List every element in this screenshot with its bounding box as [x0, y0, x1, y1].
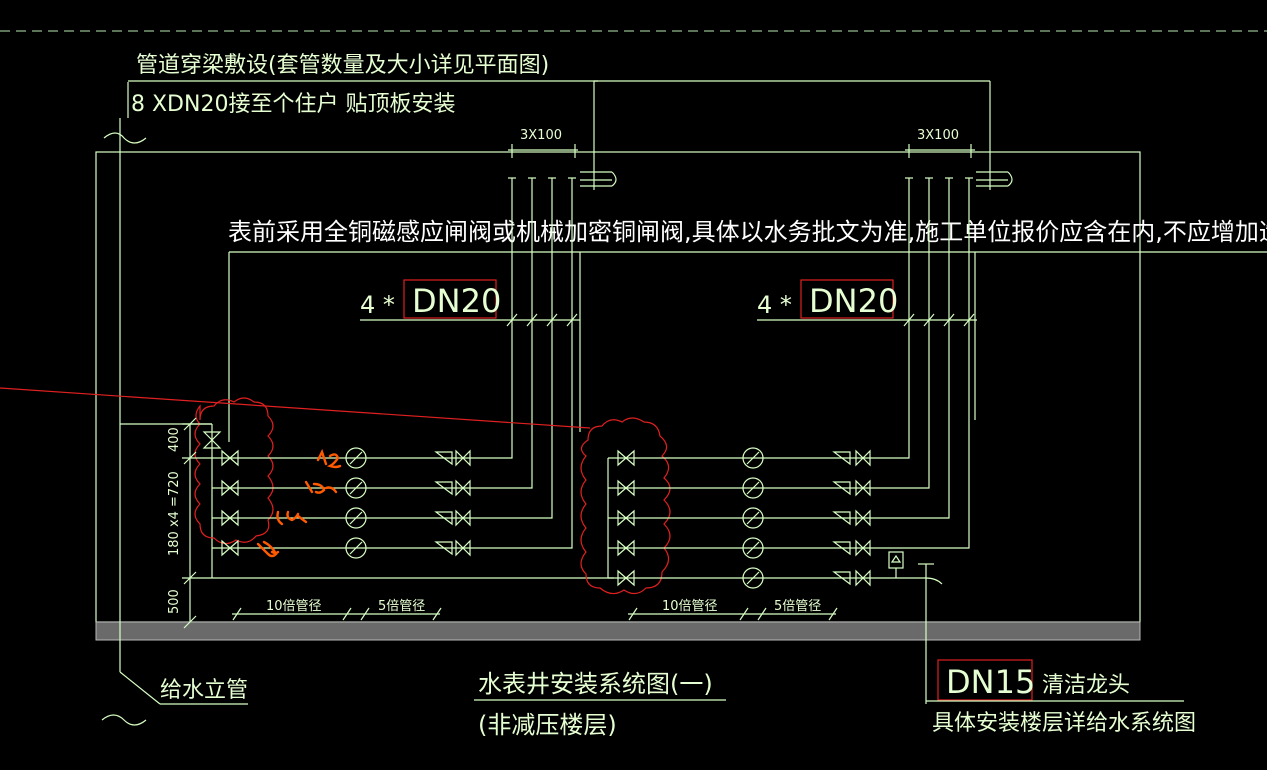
label-5x-right: 5倍管径 — [774, 599, 821, 614]
branch-row-right-4 — [608, 537, 871, 559]
branch-row-right-2 — [608, 477, 871, 499]
label-10x-left: 10倍管径 — [266, 599, 322, 614]
note-faucet-floor: 具体安装楼层详给水系统图 — [932, 711, 1196, 736]
note-pipe-through-beam: 管道穿梁敷设(套管数量及大小详见平面图) — [136, 53, 549, 78]
gate-valve-inlet — [202, 431, 222, 449]
callout-ticks-right — [903, 313, 975, 327]
outlet-pipes-left — [470, 177, 576, 549]
branch-row-left-1 — [212, 447, 471, 469]
sleeve-symbol-right — [976, 171, 1013, 187]
branch-row-left-4 — [212, 537, 471, 559]
label-faucet-size: DN15 — [946, 663, 1035, 701]
faucet-branch — [888, 551, 943, 704]
outlet-pipes-right — [870, 177, 973, 549]
size-box-left — [403, 279, 497, 319]
note-valve-requirement: 表前采用全铜磁感应闸阀或机械加密铜闸阀,具体以水务批文为准,施工单位报价应含在内… — [228, 218, 1267, 246]
handwritten-marks — [256, 448, 342, 558]
callout-ticks-left — [506, 313, 578, 327]
size-box-right — [800, 279, 894, 319]
label-spacing-right: 3X100 — [917, 128, 959, 143]
branch-row-right-3 — [608, 507, 871, 529]
branch-row-right-1 — [608, 447, 871, 469]
label-size-left: DN20 — [412, 282, 501, 320]
riser-leader — [119, 671, 161, 705]
label-spacing-left: 3X100 — [520, 128, 562, 143]
label-5x-left: 5倍管径 — [378, 599, 425, 614]
label-riser: 给水立管 — [160, 678, 248, 703]
dim-vertical — [182, 417, 212, 629]
label-dim-500: 500 — [167, 589, 182, 614]
faucet-size-box — [937, 659, 1033, 701]
revision-cloud-left — [194, 397, 274, 545]
label-10x-right: 10倍管径 — [662, 599, 718, 614]
dim-lengths-right — [628, 607, 838, 621]
well-floor-slab — [95, 621, 1141, 641]
label-dim-400: 400 — [167, 427, 182, 452]
sleeve-symbol-left — [580, 171, 617, 187]
label-faucet: 清洁龙头 — [1042, 673, 1130, 698]
break-symbol-bottom — [101, 714, 147, 726]
dim-spacing-right — [905, 144, 975, 158]
revision-cloud-right — [580, 417, 671, 595]
label-qty-right: 4 * — [757, 291, 792, 319]
branch-row-right-5 — [608, 567, 926, 589]
branch-row-left-3 — [212, 507, 471, 529]
label-size-right: DN20 — [809, 282, 898, 320]
drawing-title: 水表井安装系统图(一) — [478, 670, 713, 698]
note-connect-households: 8 XDN20接至个住户 贴顶板安装 — [131, 92, 455, 117]
label-qty-left: 4 * — [360, 291, 395, 319]
break-symbol-top — [103, 132, 147, 144]
drawing-subtitle: (非减压楼层) — [478, 711, 617, 739]
dim-lengths-left — [232, 607, 442, 621]
label-dim-720: 180 x4 =720 — [167, 471, 182, 556]
markup-leader-line — [0, 387, 591, 429]
branch-row-left-2 — [212, 477, 471, 499]
dim-spacing-left — [508, 144, 578, 158]
